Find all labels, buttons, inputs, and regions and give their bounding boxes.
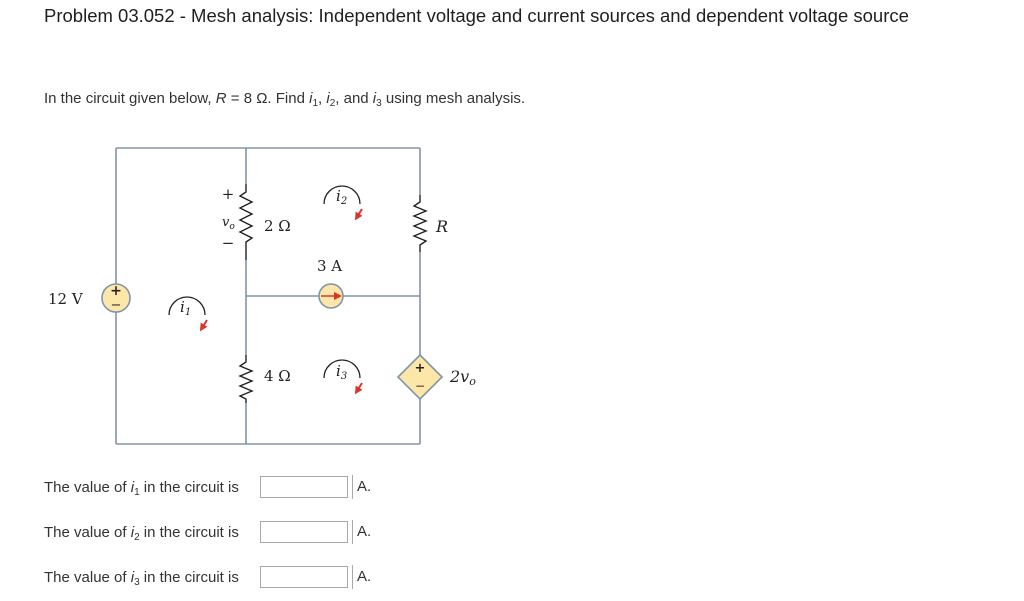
mesh-2-arrow bbox=[323, 185, 361, 205]
voltage-source-12v-label: 12 V bbox=[48, 290, 84, 308]
current-source-3a-label: 3 A bbox=[317, 257, 342, 275]
statement-i1-sub: 1 bbox=[312, 98, 319, 109]
statement-i2-sub: 2 bbox=[329, 98, 336, 109]
answer-input-i1[interactable] bbox=[260, 476, 348, 498]
mesh-2-label: i2 bbox=[336, 187, 347, 207]
voltage-source-minus: − bbox=[111, 298, 122, 313]
answer-unit-i2: A. bbox=[352, 520, 377, 544]
answer-unit-i3: A. bbox=[352, 565, 377, 589]
vo-plus: + bbox=[222, 185, 235, 203]
statement-text: using mesh analysis. bbox=[381, 90, 526, 107]
answer-input-i2[interactable] bbox=[260, 521, 348, 543]
answer-row-i3: The value of i3 in the circuit is A. bbox=[44, 564, 377, 590]
mesh-3-label: i3 bbox=[336, 362, 347, 382]
vo-minus: − bbox=[222, 234, 235, 252]
circuit-diagram: + − 12 V 3 A + − 2vo 2 Ω 4 Ω R + vo − i1… bbox=[48, 147, 476, 445]
problem-statement: In the circuit given below, R = 8 Ω. Fin… bbox=[44, 90, 526, 109]
statement-i-symbol: i bbox=[309, 90, 313, 107]
mesh-1-arrowhead bbox=[199, 319, 208, 332]
answer-label-i2: The value of i2 in the circuit is bbox=[44, 523, 239, 543]
resistor-2-ohm-label: 2 Ω bbox=[264, 217, 291, 235]
vo-label: vo bbox=[222, 215, 235, 232]
circuit-wires bbox=[115, 147, 421, 445]
dependent-source-label: 2vo bbox=[449, 367, 476, 388]
dependent-voltage-source bbox=[396, 353, 444, 401]
answer-row-i2: The value of i2 in the circuit is A. bbox=[44, 519, 377, 545]
statement-text: , and bbox=[335, 90, 373, 107]
statement-text: , bbox=[318, 90, 327, 107]
answer-unit-i1: A. bbox=[352, 475, 377, 499]
answer-label-i1: The value of i1 in the circuit is bbox=[44, 478, 239, 498]
statement-text: In the circuit given below, bbox=[44, 90, 216, 107]
mesh-1-label: i1 bbox=[180, 298, 191, 318]
dependent-source-minus: − bbox=[415, 379, 425, 393]
statement-i3-sub: 3 bbox=[376, 98, 382, 109]
voltage-source-12v bbox=[101, 283, 131, 313]
statement-i-symbol: i bbox=[372, 90, 377, 107]
resistor-r bbox=[412, 195, 428, 252]
resistor-4-ohm-label: 4 Ω bbox=[264, 367, 291, 385]
mesh-1-arrow bbox=[168, 296, 206, 316]
resistor-4-ohm bbox=[238, 355, 254, 403]
answer-input-i3[interactable] bbox=[260, 566, 348, 588]
answer-row-i1: The value of i1 in the circuit is A. bbox=[44, 474, 377, 500]
statement-i-symbol: i bbox=[326, 90, 330, 107]
resistor-r-label: R bbox=[435, 217, 448, 236]
statement-text: = 8 Ω. Find bbox=[226, 90, 310, 107]
dependent-source-plus: + bbox=[415, 361, 426, 376]
voltage-source-plus: + bbox=[110, 283, 122, 299]
resistor-2-ohm bbox=[238, 184, 254, 260]
mesh-3-arrow bbox=[323, 359, 361, 379]
answer-label-i3: The value of i3 in the circuit is bbox=[44, 568, 239, 588]
mesh-2-arrowhead bbox=[354, 208, 363, 221]
statement-r-symbol: R bbox=[215, 90, 227, 107]
mesh-3-arrowhead bbox=[354, 382, 363, 395]
problem-title: Problem 03.052 - Mesh analysis: Independ… bbox=[44, 5, 909, 26]
